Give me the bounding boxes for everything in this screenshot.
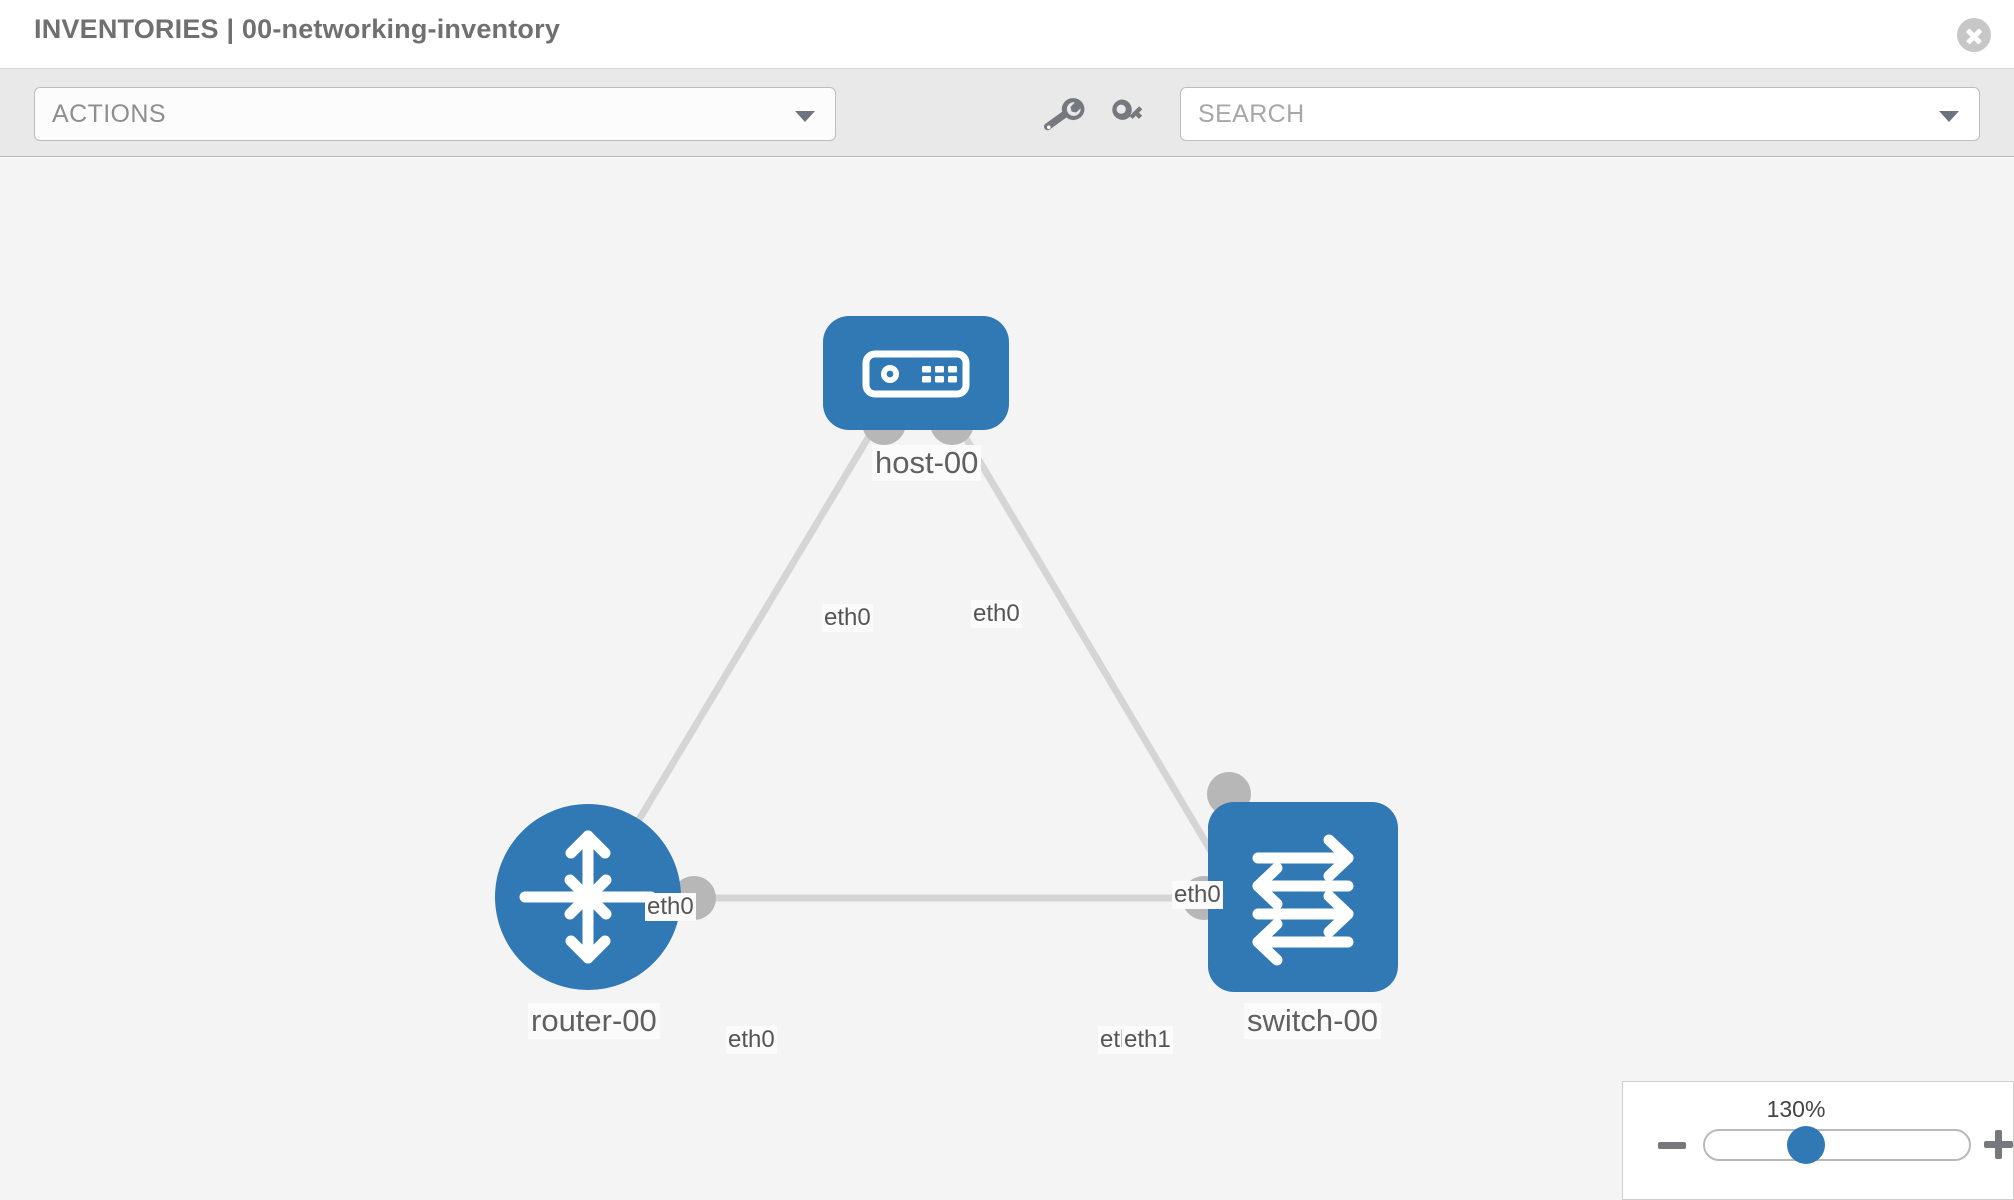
- edge-label-switch-up: eth0: [1172, 881, 1223, 909]
- topology-canvas[interactable]: host-00 router-00 switch-00 eth0 eth0 et…: [0, 158, 2014, 1200]
- edge-label-host-right: eth0: [971, 600, 1022, 628]
- edge-label-host-left: eth0: [822, 604, 873, 632]
- node-host-00[interactable]: [823, 316, 1009, 430]
- toolbar: ACTIONS SEARCH: [0, 69, 2014, 157]
- zoom-control: 130%: [1622, 1081, 2014, 1200]
- search-input[interactable]: SEARCH: [1180, 87, 1980, 141]
- topology-links: [588, 406, 1250, 902]
- chevron-down-icon: [1939, 111, 1959, 122]
- node-label-router-00: router-00: [528, 1003, 660, 1039]
- window-header: INVENTORIES | 00-networking-inventory: [0, 0, 2014, 69]
- link-host-router: [588, 406, 890, 900]
- chevron-down-icon: [795, 111, 815, 122]
- page-title: INVENTORIES | 00-networking-inventory: [34, 14, 561, 44]
- edge-label-router-up: eth0: [645, 893, 696, 921]
- edge-label-switch-left-eth1: eth1: [1122, 1026, 1173, 1054]
- actions-dropdown-label: ACTIONS: [52, 100, 166, 128]
- switch-icon: [1252, 834, 1354, 966]
- node-label-host-00: host-00: [872, 445, 982, 481]
- router-icon: [519, 830, 657, 964]
- key-icon[interactable]: [1108, 95, 1154, 133]
- zoom-in-button[interactable]: [1984, 1130, 2013, 1159]
- link-host-switch: [944, 406, 1244, 902]
- node-router-00[interactable]: [495, 804, 681, 990]
- node-switch-00[interactable]: [1208, 802, 1398, 992]
- close-icon[interactable]: [1957, 18, 1991, 52]
- zoom-percent-label: 130%: [1766, 1096, 1826, 1122]
- server-icon: [862, 350, 970, 398]
- zoom-out-button[interactable]: [1658, 1142, 1686, 1149]
- zoom-slider-thumb[interactable]: [1787, 1126, 1825, 1164]
- zoom-slider-track[interactable]: [1703, 1129, 1971, 1161]
- node-label-switch-00: switch-00: [1244, 1003, 1381, 1039]
- search-placeholder: SEARCH: [1198, 100, 1305, 128]
- edge-label-router-right: eth0: [726, 1026, 777, 1054]
- actions-dropdown[interactable]: ACTIONS: [34, 87, 836, 141]
- wrench-icon[interactable]: [1040, 95, 1086, 133]
